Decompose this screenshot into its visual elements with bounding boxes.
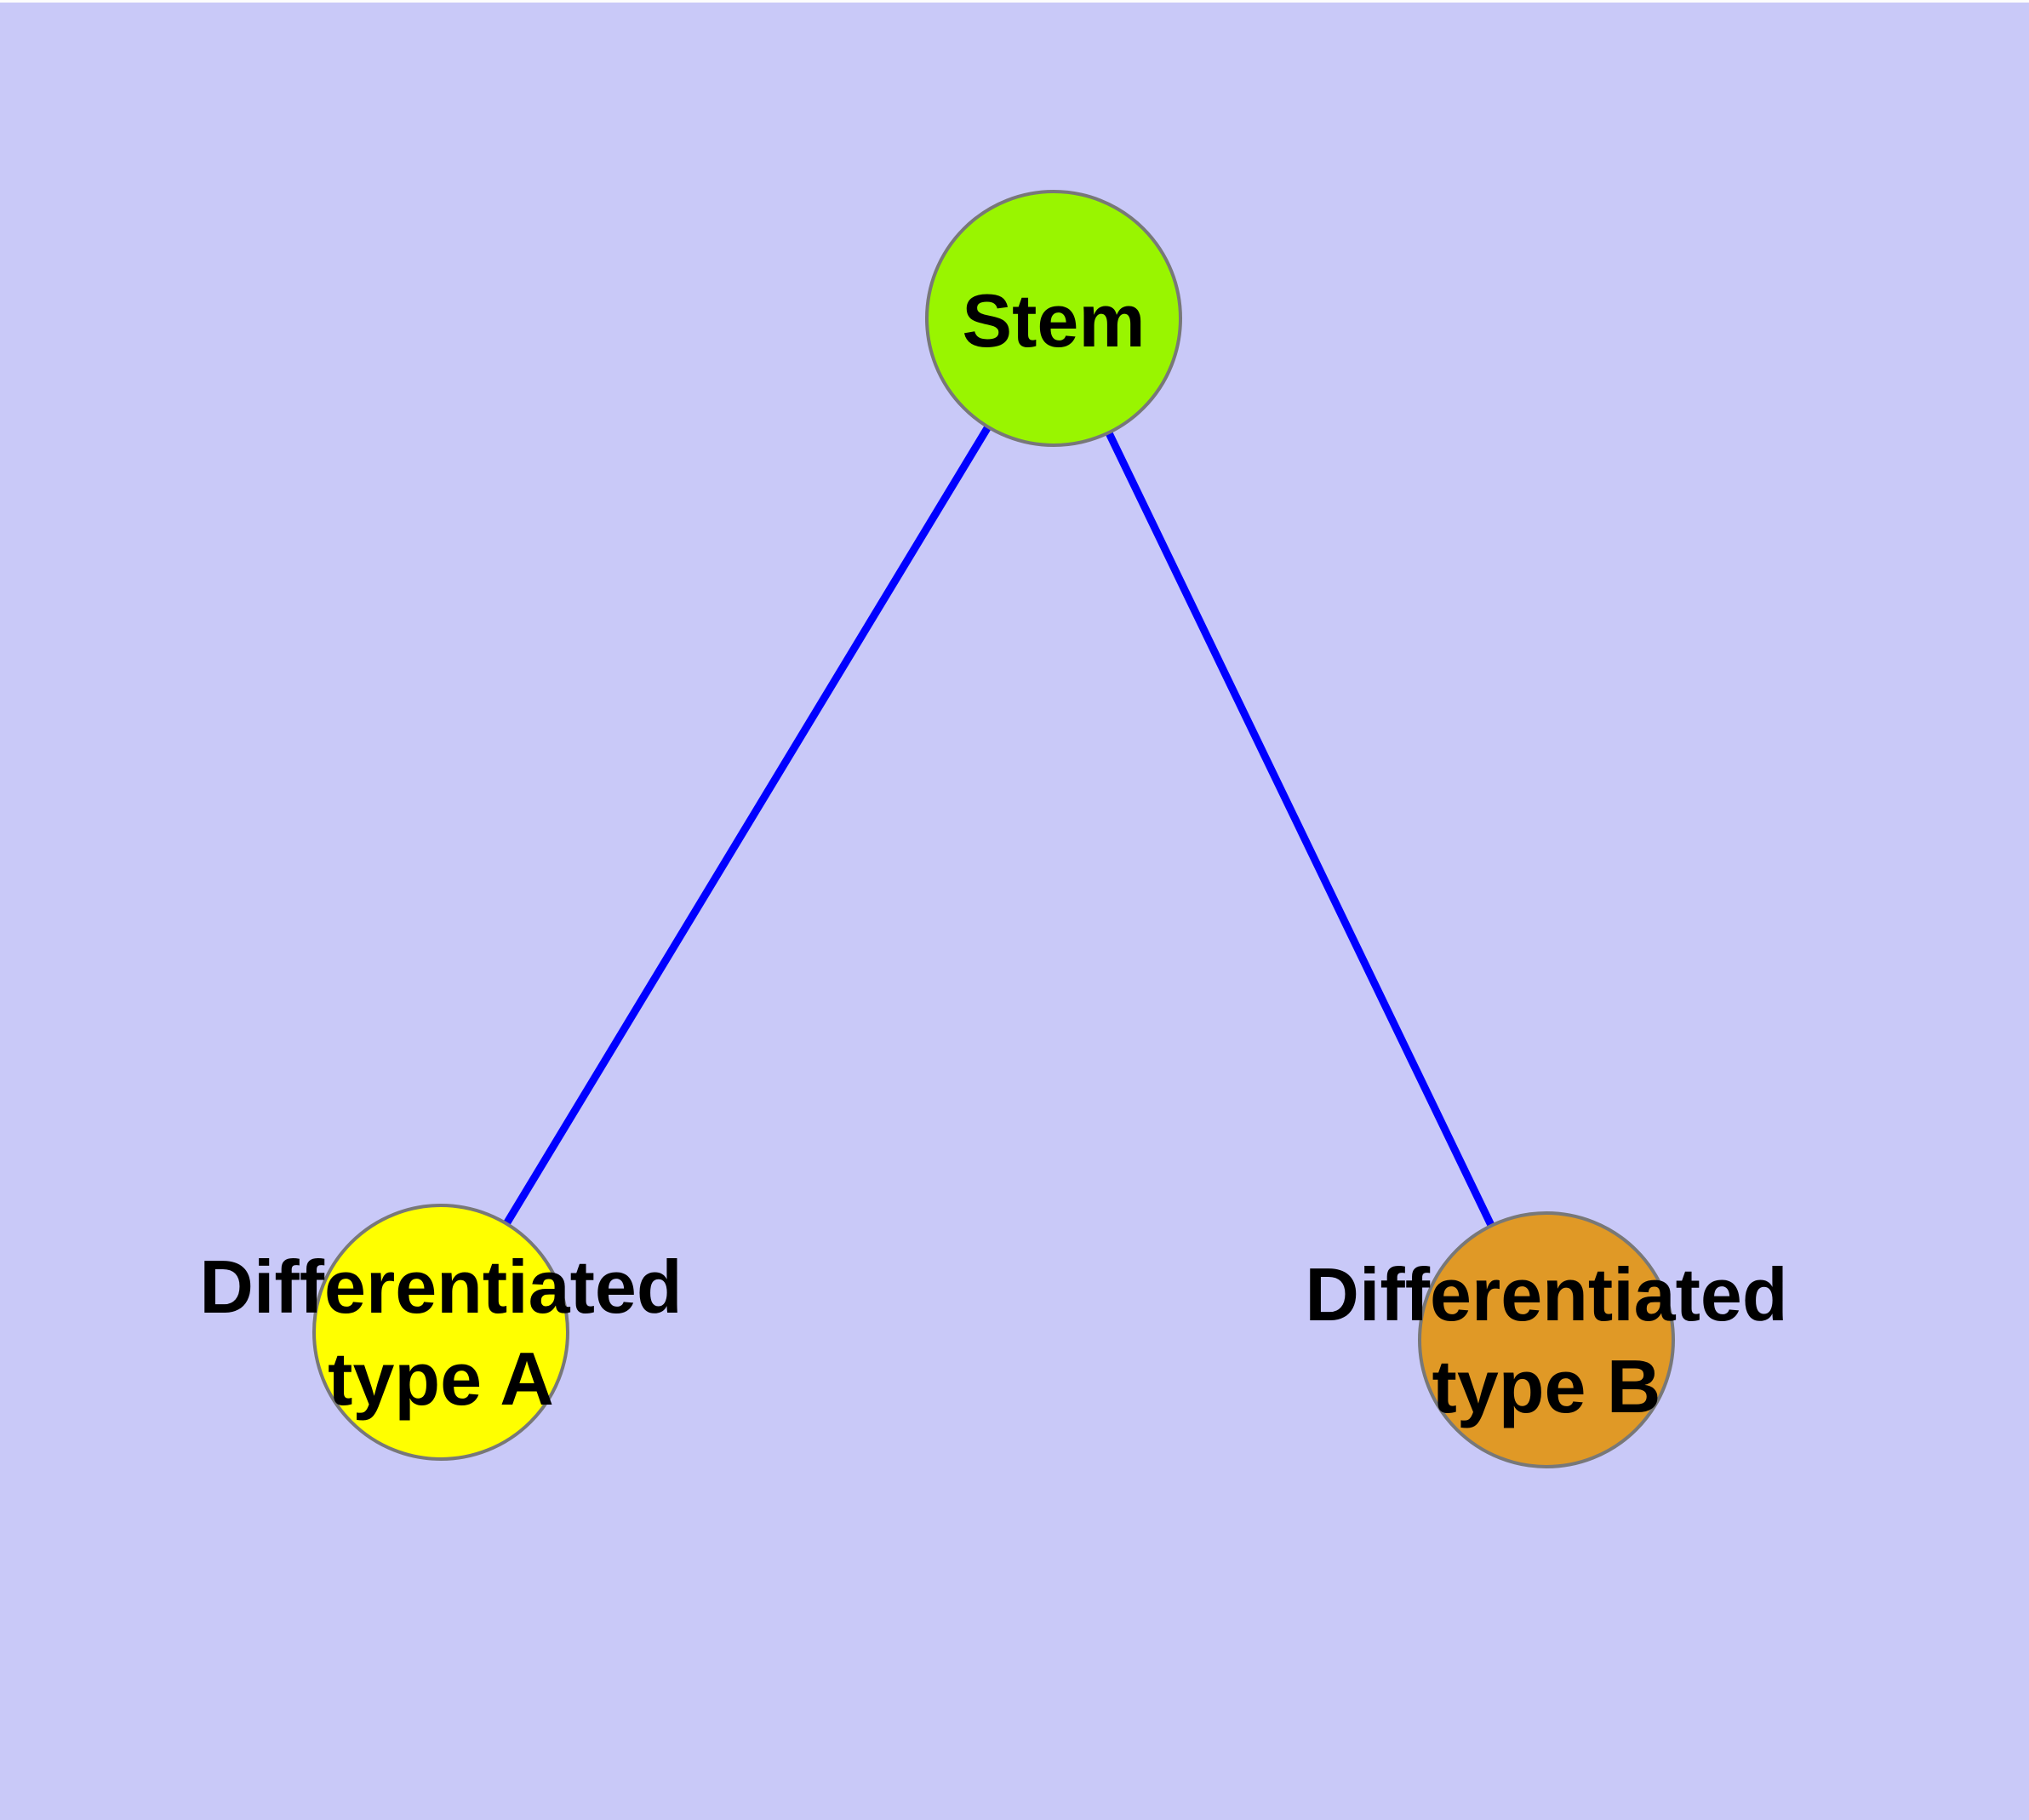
- node-type-a-label-line2: type A: [328, 1336, 554, 1421]
- edge-stem-to-type-a: [437, 316, 1057, 1335]
- edge-stem-to-type-b: [1049, 317, 1551, 1342]
- node-type-b-label-line1: Differentiated: [1305, 1252, 1787, 1336]
- node-type-b-label-line2: type B: [1432, 1344, 1661, 1428]
- node-stem-circle: [925, 190, 1182, 447]
- node-type-a-label-line1: Differentiated: [199, 1245, 682, 1329]
- node-type-a-circle: [312, 1204, 569, 1461]
- node-type-b-circle: [1418, 1211, 1675, 1468]
- node-stem-label: Stem: [962, 278, 1145, 363]
- top-border-strip: [0, 0, 2029, 3]
